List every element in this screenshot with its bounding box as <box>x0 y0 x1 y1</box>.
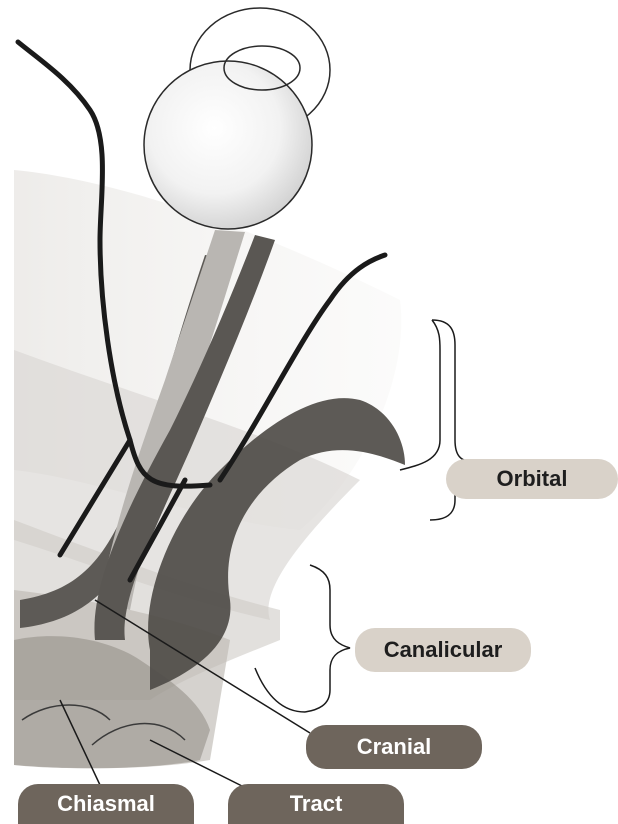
orbital-label: Orbital <box>446 459 618 499</box>
orbital-bracket-top <box>400 320 440 470</box>
cranial-label: Cranial <box>306 725 482 769</box>
chiasmal-label: Chiasmal <box>18 784 194 824</box>
canalicular-label: Canalicular <box>355 628 531 672</box>
tract-label: Tract <box>228 784 404 824</box>
eyeball <box>144 61 312 229</box>
canalicular-bracket <box>305 565 350 712</box>
canalicular-bracket-bottom <box>255 668 305 712</box>
